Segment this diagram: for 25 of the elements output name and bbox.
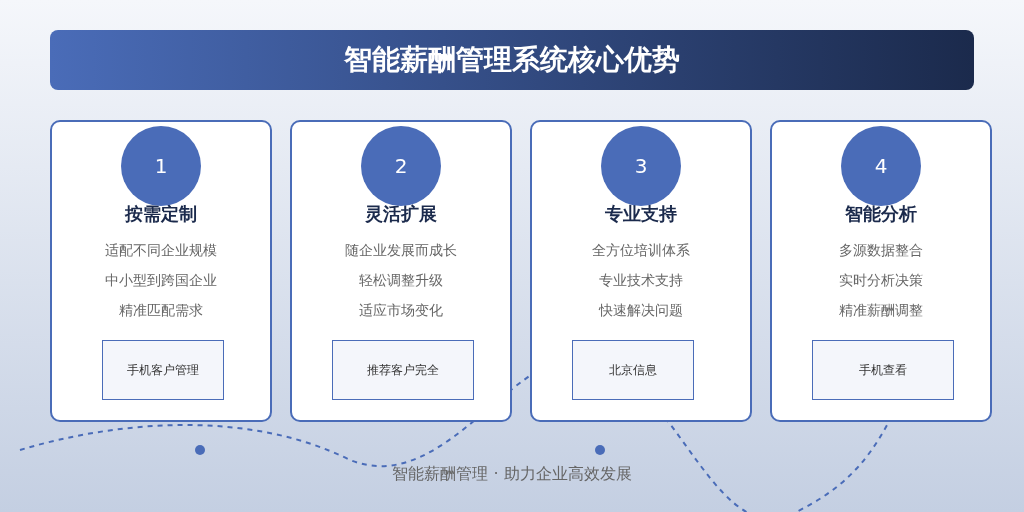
feature-text: 精准匹配需求 (119, 302, 203, 320)
feature-card (530, 120, 752, 422)
feature-text: 实时分析决策 (839, 272, 923, 290)
caption: 智能薪酬管理 · 助力企业高效发展 (392, 464, 632, 485)
feature-card (50, 120, 272, 422)
feature-text: 轻松调整升级 (359, 272, 443, 290)
number-circle: 3 (601, 126, 681, 206)
feature-text: 适配不同企业规模 (105, 242, 217, 260)
feature-text: 适应市场变化 (359, 302, 443, 320)
feature-text: 精准薪酬调整 (839, 302, 923, 320)
label-box: 手机客户管理 (102, 340, 224, 400)
title-banner: 智能薪酬管理系统核心优势 (50, 30, 974, 90)
feature-text: 快速解决问题 (599, 302, 683, 320)
feature-text: 随企业发展而成长 (345, 242, 457, 260)
feature-card (770, 120, 992, 422)
number-circle: 1 (121, 126, 201, 206)
label-box: 推荐客户完全 (332, 340, 474, 400)
feature-text: 专业技术支持 (599, 272, 683, 290)
feature-card (290, 120, 512, 422)
feature-text: 中小型到跨国企业 (105, 272, 217, 290)
label-box: 北京信息 (572, 340, 694, 400)
number-circle: 4 (841, 126, 921, 206)
label-box: 手机查看 (812, 340, 954, 400)
feature-text: 全方位培训体系 (592, 242, 690, 260)
feature-text: 多源数据整合 (839, 242, 923, 260)
